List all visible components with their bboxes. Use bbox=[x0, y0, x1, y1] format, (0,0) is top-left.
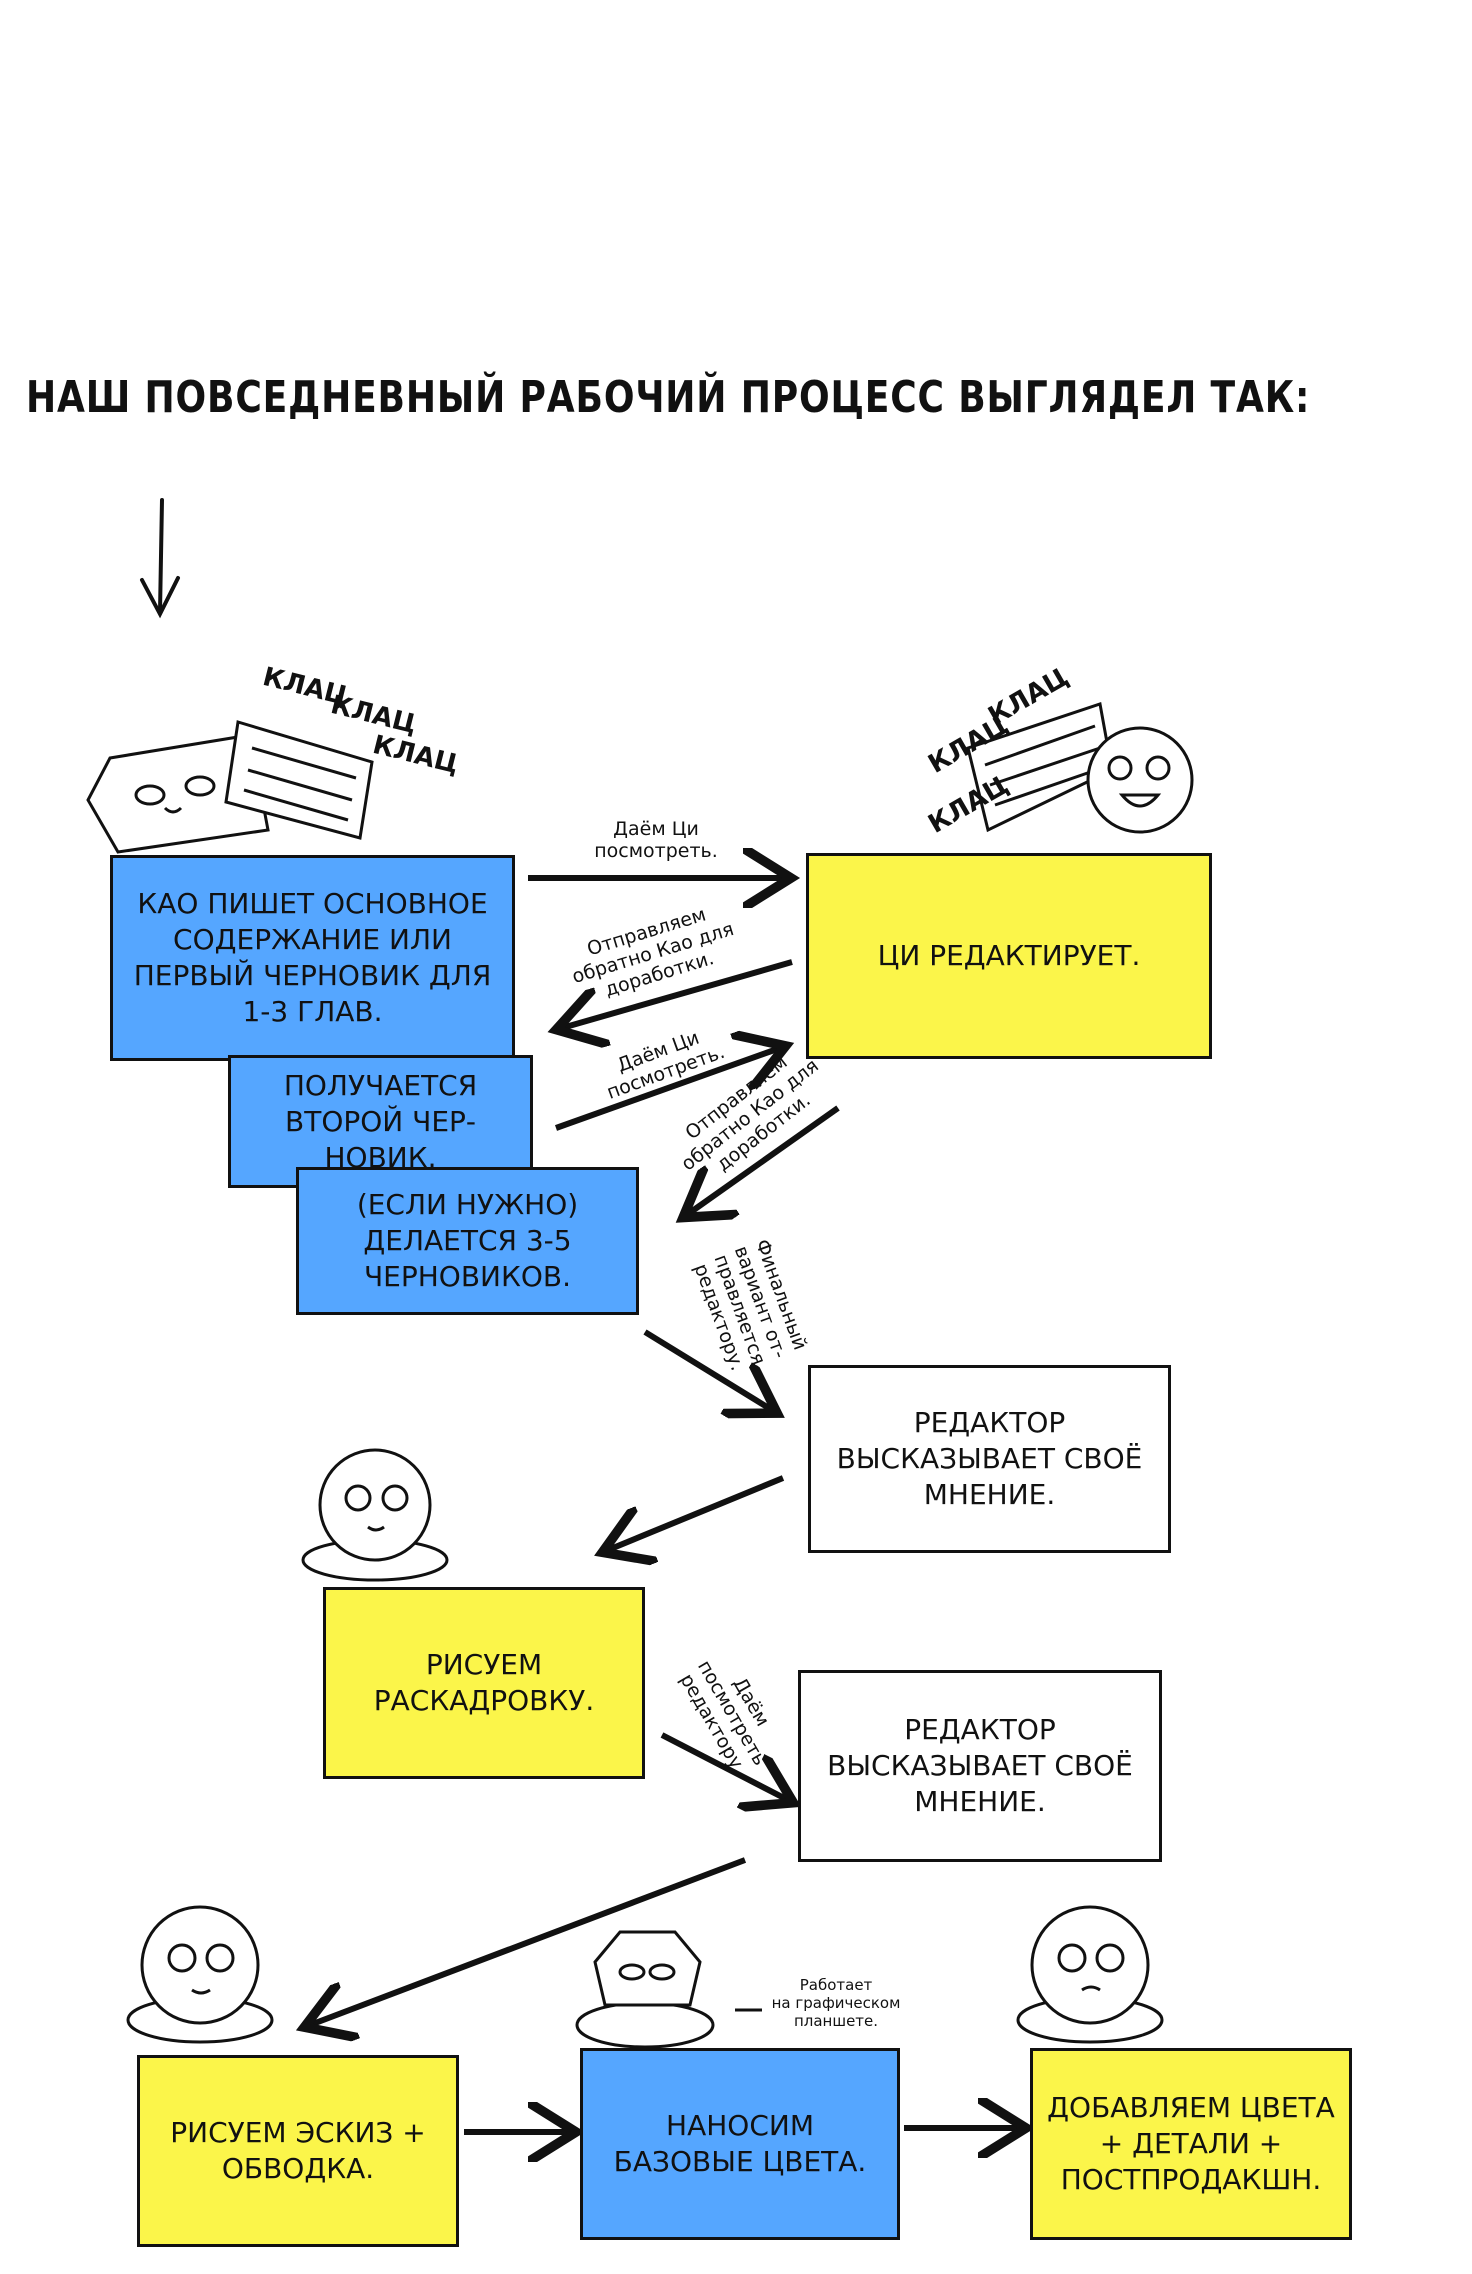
note-tablet: Работает на графическом планшете. bbox=[771, 1976, 901, 2030]
kao-cat-character-icon bbox=[86, 733, 270, 854]
box-more-drafts: (ЕСЛИ НУЖНО) ДЕЛАЕТСЯ 3-5 ЧЕРНОВИКОВ. bbox=[296, 1167, 639, 1315]
box-editor-opinion-1: РЕДАКТОР ВЫСКАЗЫВАЕТ СВОЁ МНЕНИЕ. bbox=[808, 1365, 1171, 1553]
qi-character-icon bbox=[1086, 726, 1194, 834]
arrow-give-qi-2 bbox=[554, 1048, 780, 1131]
box-storyboard: РИСУЕМ РАСКАДРОВКУ. bbox=[323, 1587, 645, 1779]
box-kao-writes: КАО ПИШЕТ ОСНОВНОЕ СОДЕРЖАНИЕ ИЛИ ПЕРВЫЙ… bbox=[110, 855, 515, 1061]
arrow-editor-sketch bbox=[310, 1857, 747, 2025]
qi-character-icon bbox=[301, 1448, 449, 1582]
box-second-draft: ПОЛУЧАЕТСЯ ВТОРОЙ ЧЕР-НОВИК. bbox=[228, 1055, 533, 1188]
arrow-back-kao-1 bbox=[562, 959, 793, 1028]
keyboard-icon bbox=[224, 720, 374, 840]
qi-character-icon bbox=[126, 1905, 274, 2044]
arrow-editor-storyboard bbox=[608, 1475, 785, 1550]
box-sketch: РИСУЕМ ЭСКИЗ + ОБВОДКА. bbox=[137, 2055, 459, 2247]
qi-character-icon bbox=[1016, 1905, 1164, 2044]
down-arrow-icon bbox=[140, 498, 180, 619]
box-editor-opinion-2: РЕДАКТОР ВЫСКАЗЫВАЕТ СВОЁ МНЕНИЕ. bbox=[798, 1670, 1162, 1862]
page-title: НАШ ПОВСЕДНЕВНЫЙ РАБОЧИЙ ПРОЦЕСС ВЫГЛЯДЕ… bbox=[26, 372, 1311, 423]
arrow-give-editor bbox=[660, 1732, 788, 1800]
box-base-colors: НАНОСИМ БАЗОВЫЕ ЦВЕТА. bbox=[580, 2048, 900, 2240]
arrow-back-kao-2 bbox=[688, 1105, 840, 1214]
tablet-artist-icon bbox=[575, 1930, 715, 2049]
box-finish: ДОБАВЛЯЕМ ЦВЕТА + ДЕТАЛИ + ПОСТПРОДАКШН. bbox=[1030, 2048, 1352, 2240]
box-qi-edits: ЦИ РЕДАКТИРУЕТ. bbox=[806, 853, 1212, 1059]
arrow-final-editor bbox=[643, 1329, 772, 1410]
label-give-qi-1: Даём Ци посмотреть. bbox=[594, 818, 718, 862]
